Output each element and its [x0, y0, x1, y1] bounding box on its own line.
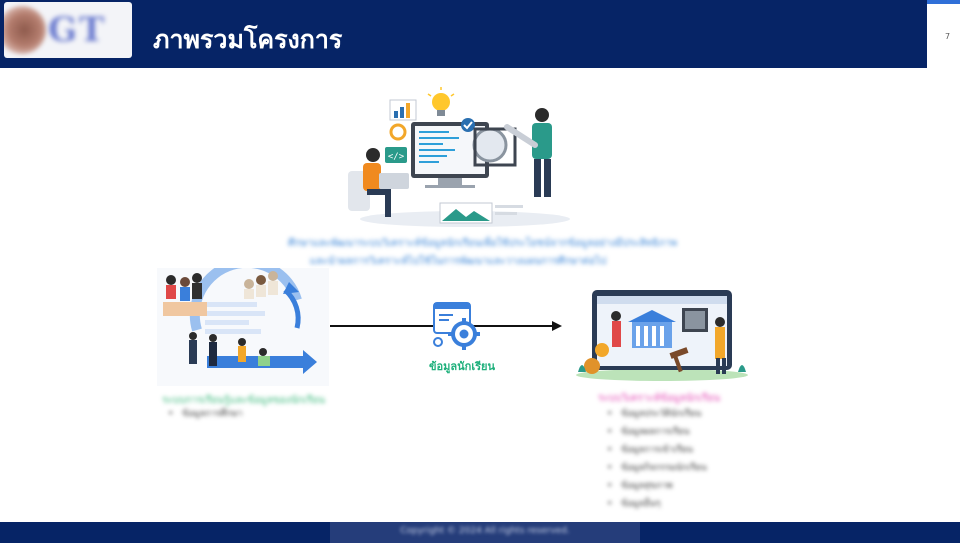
students-illustration: [157, 268, 329, 386]
top-caption-line-2: และนำผลการวิเคราะห์ไปใช้ในการพัฒนาและวาง…: [288, 254, 628, 270]
left-bullet-list: ข้อมูลการศึกษา: [168, 405, 243, 423]
center-data-label: ข้อมูลนักเรียน: [420, 357, 504, 375]
right-bullet-item: ข้อมูลประวัตินักเรียน: [607, 405, 707, 423]
logo-emblem: [4, 6, 46, 54]
left-bullet-item: ข้อมูลการศึกษา: [168, 405, 243, 423]
right-bullet-list: ข้อมูลประวัตินักเรียน ข้อมูลผลการเรียน ข…: [607, 405, 707, 513]
developer-illustration: </>: [345, 85, 580, 230]
right-bullet-item: ข้อมูลอื่นๆ: [607, 495, 707, 513]
top-caption-line-1: ศึกษาและพัฒนาระบบวิเคราะห์ข้อมูลนักเรียน…: [288, 236, 628, 252]
page-title: ภาพรวมโครงการ: [153, 20, 342, 60]
right-bullet-item: ข้อมูลสุขภาพ: [607, 477, 707, 495]
page-number: 7: [945, 32, 950, 41]
analysis-laptop-illustration: [572, 272, 752, 382]
header-bar: [0, 0, 927, 68]
svg-text:</>: </>: [388, 152, 405, 162]
logo-text: GT: [48, 10, 106, 50]
header-accent-strip: [927, 0, 960, 4]
right-bullet-item: ข้อมูลผลการเรียน: [607, 423, 707, 441]
data-settings-icon: [430, 300, 484, 352]
company-logo: GT: [4, 2, 132, 58]
right-caption: ระบบวิเคราะห์ข้อมูลนักเรียน: [598, 391, 720, 406]
footer-copyright-text: Copyright © 2024 All rights reserved.: [340, 526, 630, 536]
right-bullet-item: ข้อมูลกิจกรรมนักเรียน: [607, 459, 707, 477]
right-bullet-item: ข้อมูลการเข้าเรียน: [607, 441, 707, 459]
